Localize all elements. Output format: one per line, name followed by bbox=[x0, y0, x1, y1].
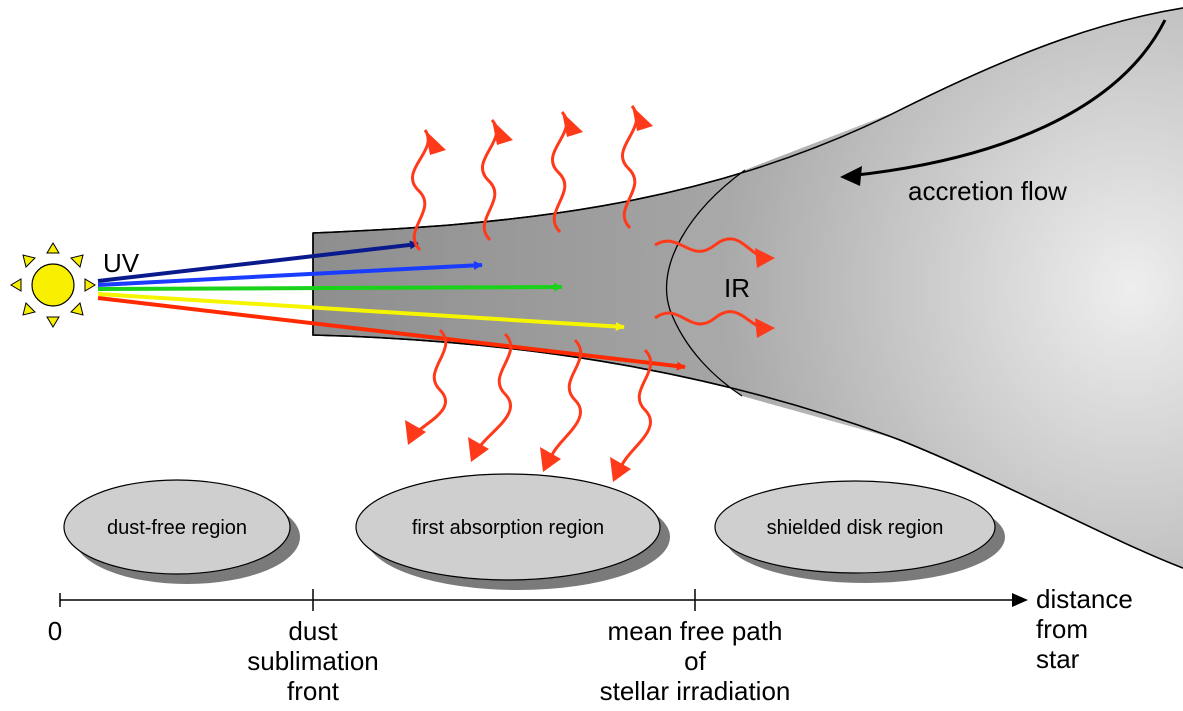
accretion-flow-label: accretion flow bbox=[908, 176, 1067, 206]
axis-label-line3: star bbox=[1036, 644, 1080, 674]
ir-label: IR bbox=[724, 273, 750, 303]
ir-emission-up bbox=[411, 105, 639, 252]
uv-ray-darkblue bbox=[97, 240, 419, 283]
region-first-absorption: first absorption region bbox=[355, 473, 670, 590]
shielded-boundary bbox=[666, 8, 1183, 568]
region-shielded-disk: shielded disk region bbox=[714, 480, 1005, 583]
tick-dust-line2: sublimation bbox=[247, 646, 379, 676]
ir-emission-inner bbox=[654, 237, 771, 330]
uv-label: UV bbox=[103, 248, 140, 278]
axis-label-line2: from bbox=[1036, 614, 1088, 644]
axis-label: distance from star bbox=[1036, 584, 1133, 674]
sun-icon bbox=[10, 242, 96, 328]
ir-arrowheads-up bbox=[425, 106, 653, 155]
uv-ray-green bbox=[97, 282, 563, 292]
mean-free-path-front bbox=[665, 169, 746, 397]
tick-mfp-label: mean free path of stellar irradiation bbox=[600, 616, 791, 706]
uv-ray-red bbox=[97, 296, 686, 371]
region-dust-free-label: dust-free region bbox=[107, 517, 247, 539]
uv-ray-blue bbox=[97, 260, 483, 287]
distance-axis-arrowhead bbox=[1012, 593, 1028, 607]
accretion-flow-arrowhead bbox=[840, 166, 862, 186]
tick-dust-line3: front bbox=[287, 676, 340, 706]
tick-mfp-line3: stellar irradiation bbox=[600, 676, 791, 706]
ir-arrowheads-inner bbox=[755, 248, 775, 338]
tick-zero-label: 0 bbox=[48, 616, 62, 646]
accretion-flow-arrow bbox=[847, 19, 1167, 178]
tick-mfp-line1: mean free path bbox=[608, 616, 783, 646]
region-shielded-disk-label: shielded disk region bbox=[767, 517, 944, 539]
ir-arrowheads-down bbox=[405, 420, 631, 482]
tick-dust-label: dust sublimation front bbox=[247, 616, 379, 706]
ir-emission-down bbox=[413, 328, 653, 471]
region-first-absorption-label: first absorption region bbox=[412, 517, 604, 539]
tick-mfp-line2: of bbox=[684, 646, 706, 676]
tick-dust-line1: dust bbox=[288, 616, 338, 646]
region-dust-free: dust-free region bbox=[63, 479, 300, 584]
uv-ray-yellow bbox=[97, 292, 625, 331]
disk-outline bbox=[312, 7, 1183, 569]
axis-label-line1: distance bbox=[1036, 584, 1133, 614]
